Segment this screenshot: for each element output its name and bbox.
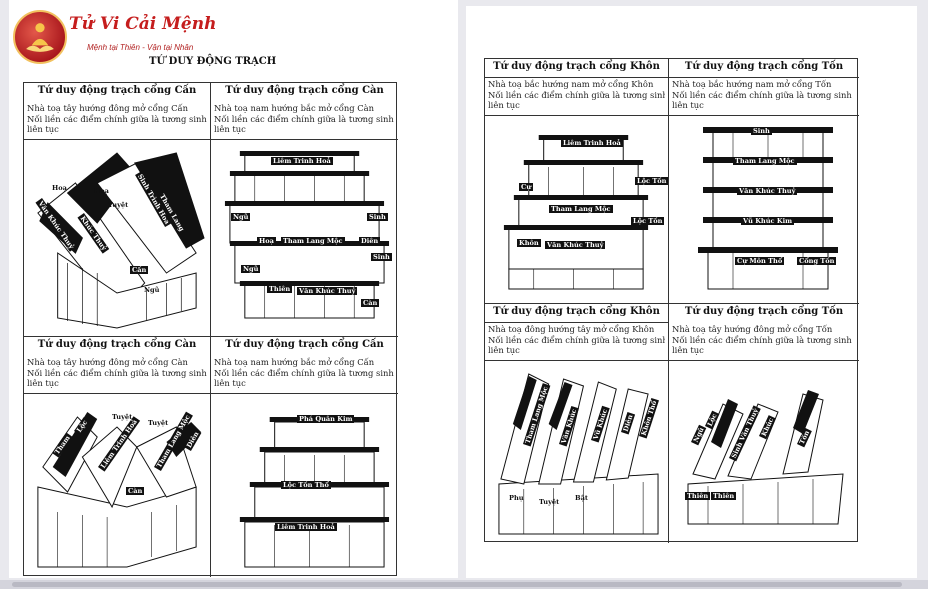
diagram-label: Ngũ <box>241 265 261 273</box>
diagram-label: Phụ <box>509 494 524 502</box>
cell-title: Tứ duy động trạch cổng Càn <box>37 339 197 350</box>
cell-title: Tứ duy động trạch cổng Cấn <box>225 339 384 350</box>
diagram-label: Cự Môn Thổ <box>735 257 785 265</box>
diagram-cell-khon-south: Tứ duy động trạch cổng Khôn Nhà toạ bắc … <box>485 59 669 304</box>
cell-title: Tứ duy động trạch cổng Khôn <box>493 61 660 72</box>
diagram-label: Văn Khúc Thuỷ <box>737 187 798 195</box>
cell-title: Tứ duy động trạch cổng Tốn <box>684 61 844 72</box>
cell-description: Nhà toạ nam hướng bắc mở cổng Càn Nối li… <box>214 103 394 134</box>
diagram-label: Tuyệt <box>108 201 129 209</box>
diagram-label: Cự <box>519 183 534 191</box>
diagram-label: Cấn <box>130 266 149 274</box>
cell-title: Tứ duy động trạch cổng Cấn <box>37 85 197 96</box>
diagram-label: Sinh <box>367 213 388 221</box>
diagram-cell-ton-east: Tứ duy động trạch cổng Tốn Nhà toạ tây h… <box>669 304 859 543</box>
house-diagram-khon-west <box>489 364 664 539</box>
diagram-label: Hoạ <box>52 184 67 192</box>
diagram-label: Càn <box>361 299 380 307</box>
diagram-label: Văn Khúc Thuỷ <box>297 287 358 295</box>
diagram-label: Vũ Khúc Kim <box>741 217 795 225</box>
diagram-label: Lộc Tồn <box>631 217 665 225</box>
diagram-label: Ngũ <box>144 286 160 294</box>
diagram-label: Thiên <box>711 492 737 500</box>
diagram-label: Sinh <box>371 253 392 261</box>
house-diagram-can-east <box>28 143 206 333</box>
diagram-cell-can-east: Tứ duy động trạch cổng Cấn Nhà toạ tây h… <box>24 83 211 337</box>
diagram-label: Tham Lang Mộc <box>733 157 797 165</box>
diagram-label: Cổng Tốn <box>797 257 837 265</box>
document-page-right: Tứ duy động trạch cổng Khôn Nhà toạ bắc … <box>466 6 917 578</box>
diagram-label: Liêm Trinh Hoả <box>275 523 337 531</box>
house-diagram-ton-east <box>673 364 855 539</box>
diagram-label: Ngũ <box>231 213 251 221</box>
document-page-left: Tử Vi Cải Mệnh Mệnh tại Thiên - Vận tại … <box>9 0 458 578</box>
cell-description: Nhà toạ đông hướng tây mở cổng Khôn Nối … <box>488 324 665 355</box>
diagram-label: Tham Lang Mộc <box>549 205 613 213</box>
cell-title: Tứ duy động trạch cổng Tốn <box>684 306 844 317</box>
diagram-label: Liêm Trinh Hoả <box>561 139 623 147</box>
diagram-label: Lộc Tồn Thổ <box>281 481 331 489</box>
cell-description: Nhà toạ bắc hướng nam mở cổng Khôn Nối l… <box>488 79 665 110</box>
diagram-label: Khôn <box>517 239 541 247</box>
diagram-grid-left: Tứ duy động trạch cổng Cấn Nhà toạ tây h… <box>23 82 398 577</box>
diagram-label: Bật <box>575 494 588 502</box>
diagram-cell-can-north-2: Tứ duy động trạch cổng Cấn Nhà toạ nam h… <box>211 337 398 577</box>
diagram-label: Liêm Trinh Hoả <box>271 157 333 165</box>
house-diagram-can-north-2 <box>215 397 394 573</box>
diagram-cell-khon-west: Tứ duy động trạch cổng Khôn Nhà toạ đông… <box>485 304 669 543</box>
diagram-cell-can-north: Tứ duy động trạch cổng Càn Nhà toạ nam h… <box>211 83 398 337</box>
diagram-label: Hoạ <box>94 187 109 195</box>
cell-title: Tứ duy động trạch cổng Càn <box>225 85 384 96</box>
house-diagram-khon-south <box>489 119 664 299</box>
diagram-label: Sinh <box>751 127 772 135</box>
diagram-label: Càn <box>126 487 145 495</box>
document-title: TỨ DUY ĐỘNG TRẠCH <box>149 56 277 67</box>
brand-tagline: Mệnh tại Thiên - Vận tại Nhân <box>87 43 194 52</box>
diagram-label: Lộc Tồn <box>635 177 669 185</box>
cell-description: Nhà toạ nam hướng bắc mở cổng Cấn Nối li… <box>214 357 394 388</box>
cell-description: Nhà toạ bắc hướng nam mở cổng Tốn Nối li… <box>672 79 852 110</box>
diagram-label: Phá Quân Kim <box>297 415 355 423</box>
diagram-label: Thiên <box>685 492 711 500</box>
horizontal-scrollbar-thumb[interactable] <box>12 582 902 587</box>
house-diagram-ton-south <box>673 119 855 299</box>
diagram-label: Tuyệt <box>539 498 560 506</box>
diagram-label: Tuyệt <box>112 413 133 421</box>
diagram-label: Diên <box>359 237 381 245</box>
cell-description: Nhà toạ tây hướng đông mở cổng Càn Nối l… <box>27 357 207 388</box>
cell-title: Tứ duy động trạch cổng Khôn <box>493 306 660 317</box>
buddha-lotus-icon <box>13 10 67 64</box>
brand-name: Tử Vi Cải Mệnh <box>69 14 217 34</box>
cell-description: Nhà toạ tây hướng đông mở cổng Tốn Nối l… <box>672 324 852 355</box>
cell-description: Nhà toạ tây hướng đông mở cổng Cấn Nối l… <box>27 103 207 134</box>
diagram-label: Thiên <box>267 285 293 293</box>
diagram-label: Văn Khúc Thuỷ <box>545 241 606 249</box>
diagram-cell-can-east-2: Tứ duy động trạch cổng Càn Nhà toạ tây h… <box>24 337 211 577</box>
diagram-label: Hoạ <box>257 237 276 245</box>
diagram-grid-right: Tứ duy động trạch cổng Khôn Nhà toạ bắc … <box>484 58 859 543</box>
diagram-label: Tham Lang Mộc <box>281 237 345 245</box>
diagram-label: Tuyệt <box>148 419 169 427</box>
diagram-cell-ton-south: Tứ duy động trạch cổng Tốn Nhà toạ bắc h… <box>669 59 859 304</box>
